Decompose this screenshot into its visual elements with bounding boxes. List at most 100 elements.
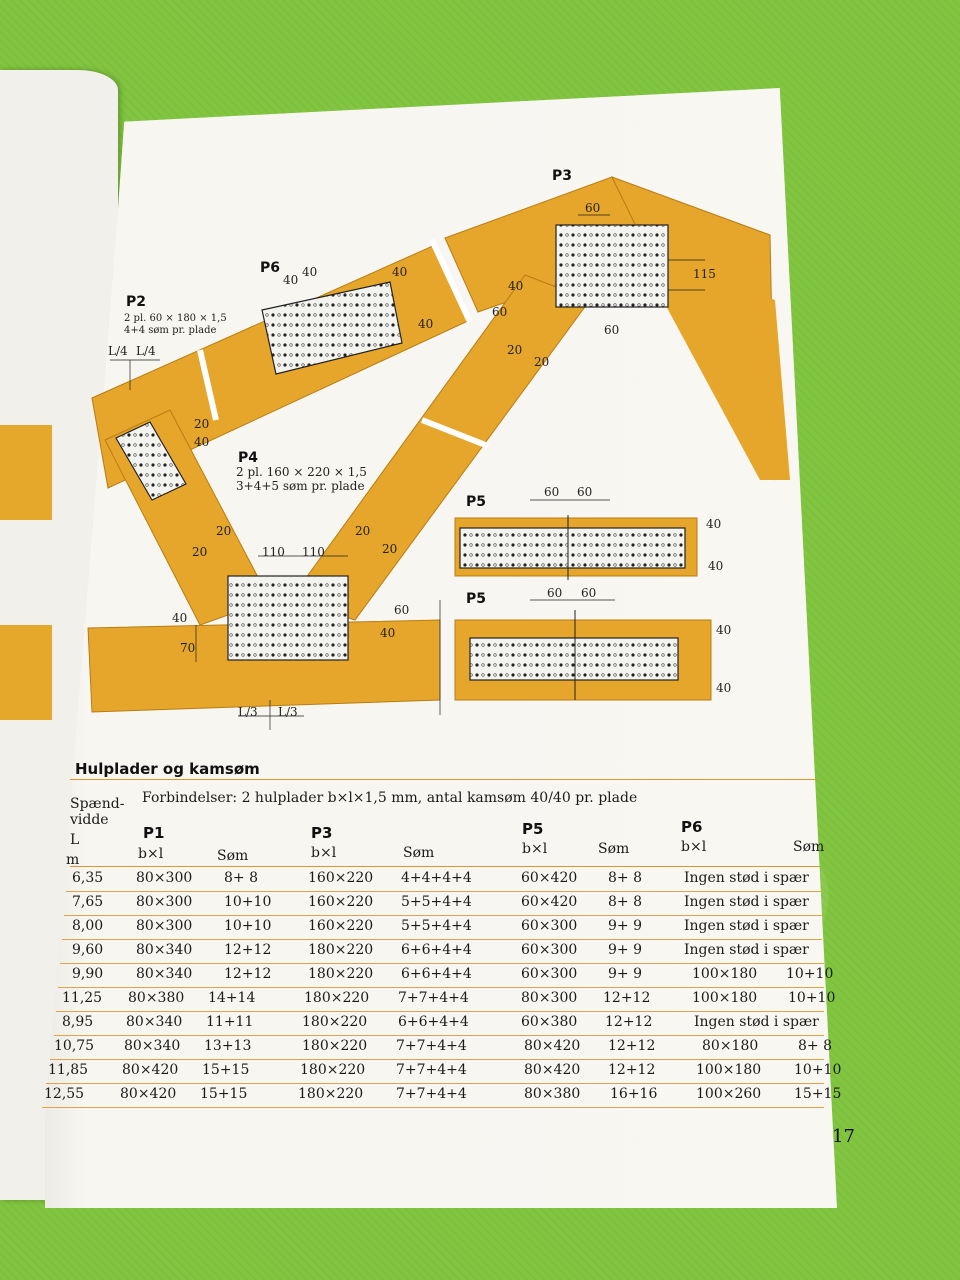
cell-p5-som: 12+12 bbox=[608, 1038, 656, 1054]
cell-p1-bxl: 80×300 bbox=[136, 918, 193, 934]
cell-p1-som: 13+13 bbox=[204, 1038, 252, 1054]
plate-p6 bbox=[261, 281, 403, 375]
label-l4-right: L/4 bbox=[136, 344, 156, 358]
row-divider bbox=[50, 1059, 824, 1060]
cell-p3-som: 7+7+4+4 bbox=[396, 1062, 467, 1078]
cell-p1-bxl: 80×340 bbox=[136, 966, 193, 982]
dim-p4-60: 60 bbox=[394, 603, 409, 617]
dim-p6-40-c: 40 bbox=[392, 265, 407, 279]
row-divider bbox=[46, 1083, 824, 1084]
plate-p2 bbox=[115, 421, 187, 501]
label-l3-left: L/3 bbox=[238, 705, 258, 719]
cell-p6-bxl: 80×180 bbox=[702, 1038, 759, 1054]
cell-p6-som: 10+10 bbox=[794, 1062, 842, 1078]
dim-p2-40: 40 bbox=[194, 435, 209, 449]
cell-p5-bxl: 60×420 bbox=[521, 870, 578, 886]
cell-p3-som: 4+4+4+4 bbox=[401, 870, 472, 886]
cell-p1-bxl: 80×300 bbox=[136, 894, 193, 910]
p4-spec-2: 3+4+5 søm pr. plade bbox=[236, 479, 365, 493]
cell-p6-bxl: 100×180 bbox=[692, 990, 758, 1006]
row-divider bbox=[60, 963, 824, 964]
label-p3: P3 bbox=[552, 168, 572, 184]
cell-p6-bxl: 100×260 bbox=[696, 1086, 762, 1102]
cell-p1-som: 12+12 bbox=[224, 942, 272, 958]
label-p4: P4 bbox=[238, 450, 258, 466]
cell-p6-bxl: Ingen stød i spær bbox=[684, 894, 809, 910]
cell-p3-som: 7+7+4+4 bbox=[396, 1038, 467, 1054]
cell-p6-bxl: Ingen stød i spær bbox=[694, 1014, 819, 1030]
table-row: 12,55 80×420 15+15 180×220 7+7+4+4 80×38… bbox=[40, 1084, 860, 1108]
dim-p4-40-left: 40 bbox=[172, 611, 187, 625]
plate-p4 bbox=[227, 575, 349, 661]
cell-span: 10,75 bbox=[54, 1038, 95, 1054]
dim-p5a-40-a: 40 bbox=[706, 517, 721, 531]
dim-p5b-40-a: 40 bbox=[716, 623, 731, 637]
dimension-lines bbox=[110, 214, 705, 730]
p1-col-som: Søm bbox=[217, 848, 249, 864]
span-header-line4: m bbox=[66, 852, 80, 868]
dim-p3-60-left: 60 bbox=[492, 305, 507, 319]
cell-span: 8,00 bbox=[72, 918, 104, 934]
p6-col-som: Søm bbox=[793, 839, 825, 855]
row-divider bbox=[64, 915, 822, 916]
dim-p6-40-b: 40 bbox=[302, 265, 317, 279]
dim-p4-110-a: 110 bbox=[262, 545, 285, 559]
p4-spec-1: 2 pl. 160 × 220 × 1,5 bbox=[236, 465, 367, 479]
p2-spec-2: 4+4 søm pr. plade bbox=[124, 325, 216, 336]
cell-span: 7,65 bbox=[72, 894, 104, 910]
cell-p1-som: 11+11 bbox=[206, 1014, 254, 1030]
cell-p1-bxl: 80×420 bbox=[120, 1086, 177, 1102]
cell-p1-som: 10+10 bbox=[224, 918, 272, 934]
label-p6: P6 bbox=[260, 260, 280, 276]
cell-p5-bxl: 60×300 bbox=[521, 942, 578, 958]
row-divider bbox=[42, 1107, 824, 1108]
cell-p5-som: 12+12 bbox=[603, 990, 651, 1006]
dim-p4-70: 70 bbox=[180, 641, 195, 655]
cell-p1-bxl: 80×340 bbox=[126, 1014, 183, 1030]
cell-p3-som: 7+7+4+4 bbox=[398, 990, 469, 1006]
cell-p3-bxl: 180×220 bbox=[304, 990, 370, 1006]
cell-p3-bxl: 180×220 bbox=[302, 1014, 368, 1030]
dim-p4-40-right: 40 bbox=[380, 626, 395, 640]
cell-p1-som: 12+12 bbox=[224, 966, 272, 982]
table-header-rule bbox=[70, 866, 820, 867]
p3-col-som: Søm bbox=[403, 845, 435, 861]
left-page-timber-strip bbox=[0, 425, 52, 520]
cell-p5-som: 8+ 8 bbox=[608, 870, 642, 886]
cell-span: 12,55 bbox=[44, 1086, 85, 1102]
span-header-line2: vidde bbox=[70, 812, 109, 828]
dim-p4-20-d: 20 bbox=[382, 542, 397, 556]
dim-p4-20-c: 20 bbox=[355, 524, 370, 538]
dim-p4-20-a: 20 bbox=[216, 524, 231, 538]
cell-p3-som: 7+7+4+4 bbox=[396, 1086, 467, 1102]
dim-p2-20: 20 bbox=[194, 417, 209, 431]
dim-p5b-40-b: 40 bbox=[716, 681, 731, 695]
cell-p3-som: 6+6+4+4 bbox=[401, 966, 472, 982]
group-p1: P1 bbox=[143, 824, 165, 842]
row-divider bbox=[56, 1011, 824, 1012]
dim-p5b-60-a: 60 bbox=[547, 586, 562, 600]
cell-p3-bxl: 180×220 bbox=[302, 1038, 368, 1054]
p5-col-som: Søm bbox=[598, 841, 630, 857]
cell-p5-bxl: 60×300 bbox=[521, 966, 578, 982]
cell-p5-bxl: 60×420 bbox=[521, 894, 578, 910]
cell-p5-som: 12+12 bbox=[605, 1014, 653, 1030]
p6-col-bxl: b×l bbox=[681, 839, 707, 855]
cell-p3-som: 6+6+4+4 bbox=[398, 1014, 469, 1030]
cell-p3-bxl: 180×220 bbox=[298, 1086, 364, 1102]
dim-p4-110-b: 110 bbox=[302, 545, 325, 559]
cell-p5-bxl: 60×300 bbox=[521, 918, 578, 934]
label-l4-left: L/4 bbox=[108, 344, 128, 358]
cell-span: 9,60 bbox=[72, 942, 104, 958]
cell-p6-bxl: 100×180 bbox=[692, 966, 758, 982]
cell-p1-bxl: 80×420 bbox=[122, 1062, 179, 1078]
cell-p1-som: 15+15 bbox=[202, 1062, 250, 1078]
dim-p5a-40-b: 40 bbox=[708, 559, 723, 573]
cell-p6-som: 15+15 bbox=[794, 1086, 842, 1102]
p5-detail-bottom bbox=[454, 599, 712, 701]
cell-p5-bxl: 80×300 bbox=[521, 990, 578, 1006]
group-p6: P6 bbox=[681, 818, 703, 836]
table-row: 6,35 80×300 8+ 8 160×220 4+4+4+4 60×420 … bbox=[40, 868, 860, 892]
connections-caption: Forbindelser: 2 hulplader b×l×1,5 mm, an… bbox=[142, 790, 638, 806]
dim-p5a-60-a: 60 bbox=[544, 485, 559, 499]
